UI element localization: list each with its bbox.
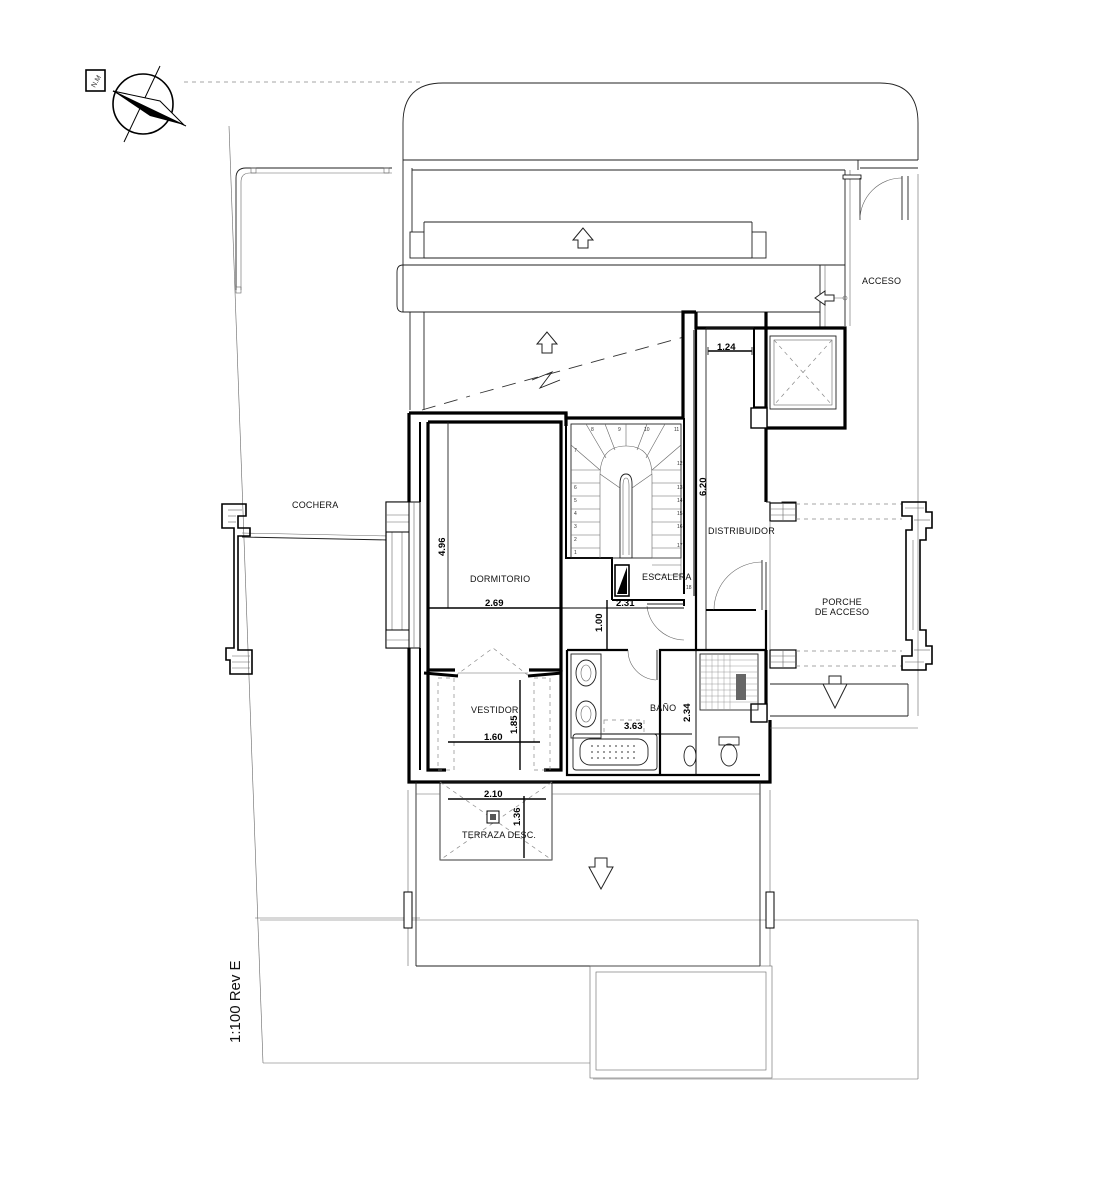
step-number: 11: [674, 427, 679, 433]
step-number: 1: [574, 550, 577, 556]
room-label-acceso: ACCESO: [862, 276, 901, 286]
step-number: 5: [574, 498, 577, 504]
dim-label: 1.36: [512, 808, 523, 827]
step-number: 13: [677, 485, 683, 491]
step-number: 6: [574, 485, 577, 491]
dimension-lines: [429, 330, 753, 858]
level-arrow-up-icon: [535, 331, 559, 354]
dim-label: 1.60: [484, 732, 503, 743]
lower-terrace: [403, 781, 775, 1079]
site-boundary: [184, 81, 919, 1080]
step-number: 14: [677, 498, 683, 504]
room-label-bano: BAÑO: [650, 703, 676, 713]
dim-label: 1.24: [717, 342, 736, 353]
dim-label: 2.31: [616, 598, 635, 609]
step-number: 18: [686, 585, 692, 591]
lower-courtyard: [409, 311, 685, 411]
porche: [750, 501, 933, 729]
entry-arrow-left-icon: [814, 290, 835, 306]
room-label-distribuidor: DISTRIBUIDOR: [708, 526, 775, 536]
step-number: 15: [677, 511, 683, 517]
room-label-porche-2: DE ACCESO: [815, 607, 869, 617]
step-number: 12: [677, 461, 683, 467]
room-label-terraza: TERRAZA DESC.: [462, 830, 536, 840]
step-number: 7: [574, 448, 577, 454]
left-pillar: [221, 503, 253, 675]
upper-terrace: [396, 82, 919, 328]
level-arrow-down-icon: [588, 857, 614, 891]
dim-label: 1.85: [509, 715, 520, 734]
step-number: 16: [677, 524, 683, 530]
cochera-outline: [235, 167, 392, 541]
scale-note: 1:100 Rev E: [227, 960, 244, 1043]
staircase: [570, 423, 682, 597]
dim-label: 4.96: [437, 538, 448, 557]
step-number: 8: [591, 427, 594, 433]
level-arrow-up-icon: [571, 227, 595, 249]
dim-label: 2.34: [682, 703, 693, 722]
doors: [627, 560, 763, 681]
dim-label: 2.69: [485, 598, 504, 609]
step-number: 3: [574, 524, 577, 530]
stair-numbers: 1 2 3 4 5 6 7 8 9 10 11 12 13 14 15 16 1…: [574, 427, 692, 591]
room-label-dormitorio: DORMITORIO: [470, 574, 530, 584]
window-left: [385, 501, 421, 649]
dim-label: 1.00: [594, 614, 605, 633]
step-number: 10: [644, 427, 650, 433]
dim-label: 2.10: [484, 789, 503, 800]
level-arrow-down-icon: [822, 675, 848, 710]
step-number: 2: [574, 537, 577, 543]
step-number: 4: [574, 511, 577, 517]
north-arrow-icon: N.M: [85, 65, 187, 143]
step-number: 9: [618, 427, 621, 433]
step-number: 17: [677, 543, 683, 549]
room-label-vestidor: VESTIDOR: [471, 705, 519, 715]
room-label-porche: PORCHE: [822, 597, 862, 607]
dim-label: 3.63: [624, 721, 643, 732]
room-label-cochera: COCHERA: [292, 500, 338, 510]
dim-label: 6.20: [698, 478, 709, 497]
room-label-escalera: ESCALERA: [642, 572, 692, 582]
shaft-box: [750, 335, 837, 429]
wardrobe: [423, 647, 563, 771]
